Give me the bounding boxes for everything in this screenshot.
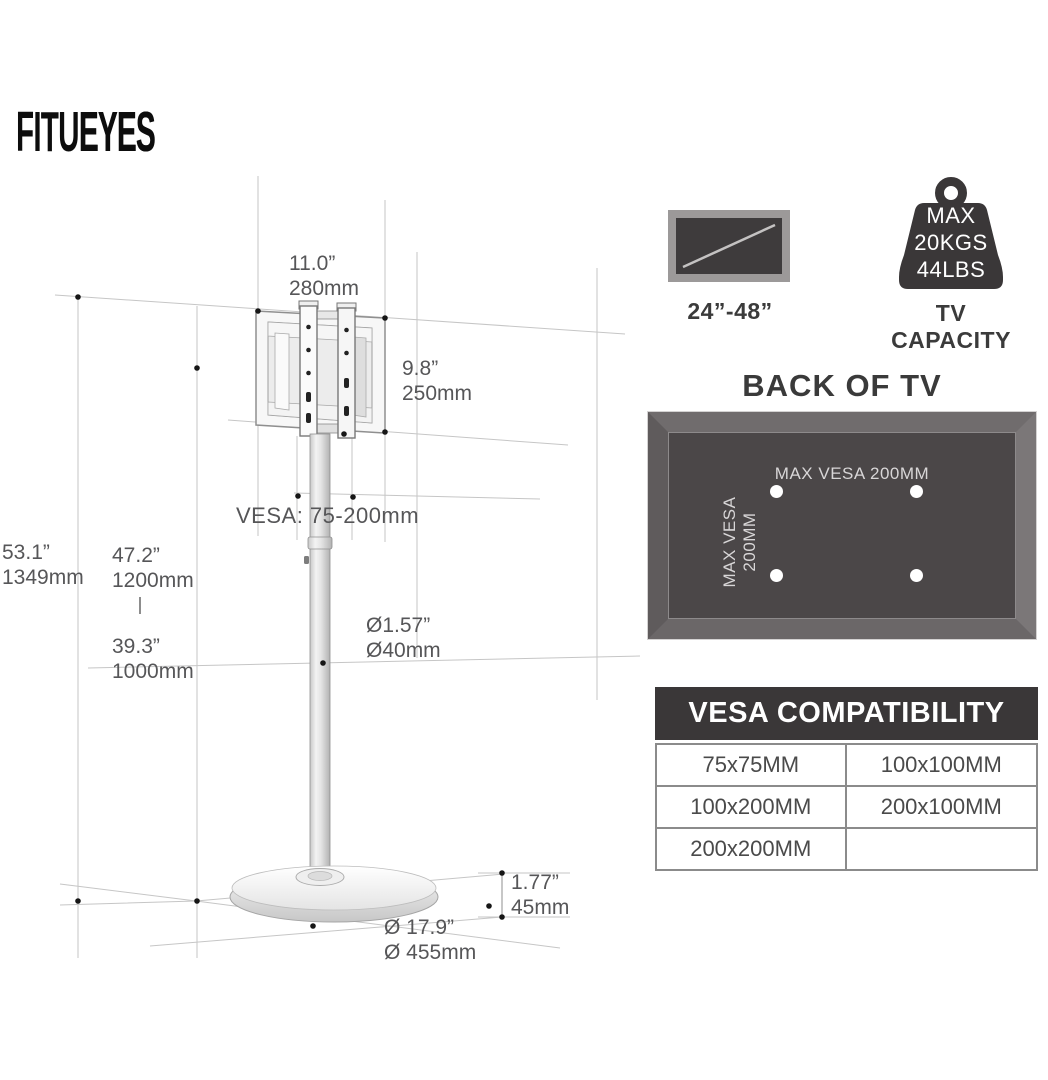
tv-mount-bracket — [255, 300, 386, 439]
vesa-table-cell — [847, 829, 1037, 869]
tv-capacity-label: TV CAPACITY — [891, 300, 1011, 353]
dim-bracket-width: 11.0” 280mm — [289, 252, 360, 300]
weight-icon — [899, 177, 1003, 289]
stand-base — [229, 865, 439, 923]
max-vesa-side-label: MAX VESA 200MM — [720, 496, 759, 588]
back-of-tv-panel: MAX VESA 200MM MAX VESA 200MM — [647, 411, 1037, 640]
stand-pole — [304, 433, 333, 879]
tv-stand-diagram — [54, 176, 641, 958]
max-vesa-top-label: MAX VESA 200MM — [774, 464, 930, 483]
vesa-hole-dot — [770, 485, 783, 498]
brand-logo: FITUEYES — [16, 104, 155, 161]
vesa-compatibility-table: VESA COMPATIBILITY 75x75MM 100x100MM 100… — [655, 687, 1038, 871]
vesa-table-cell: 200x200MM — [657, 829, 847, 869]
tv-size-label: 24”-48” — [687, 298, 773, 324]
tv-size-icon — [668, 210, 790, 282]
dim-pole-diameter: Ø1.57” Ø40mm — [366, 614, 441, 662]
brand-logo-part2: EYES — [78, 100, 156, 164]
height-range-tick — [139, 597, 141, 614]
capacity-text: MAX 20KGS 44LBS — [914, 203, 988, 282]
vesa-table-cell: 100x100MM — [846, 745, 1036, 787]
dimension-dots — [75, 294, 505, 929]
dim-total-height: 53.1” 1349mm — [2, 541, 84, 589]
tv-diagonal-line — [682, 223, 776, 269]
vesa-holes — [306, 324, 349, 423]
dim-bracket-height: 9.8” 250mm — [402, 357, 473, 405]
vesa-hole-dot — [910, 485, 923, 498]
vesa-table-grid: 75x75MM 100x100MM 100x200MM 200x100MM 20… — [655, 743, 1038, 871]
dim-height-1200: 47.2” 1200mm — [112, 544, 194, 592]
vesa-table-cell: 200x100MM — [846, 787, 1036, 829]
dim-height-1000: 39.3” 1000mm — [112, 635, 194, 683]
dim-base-diameter: Ø 17.9” Ø 455mm — [384, 916, 477, 964]
dim-base-thickness: 1.77” 45mm — [511, 871, 570, 919]
vesa-table-title: VESA COMPATIBILITY — [655, 687, 1038, 740]
vesa-table-cell: 75x75MM — [657, 745, 847, 787]
vesa-hole-dot — [910, 569, 923, 582]
construction-lines — [54, 176, 641, 958]
brand-logo-part1: FITU — [16, 100, 80, 164]
vesa-table-cell: 100x200MM — [657, 787, 847, 829]
back-of-tv-title: BACK OF TV — [742, 368, 942, 403]
dim-vesa-range: VESA: 75-200mm — [236, 503, 420, 528]
vesa-hole-dot — [770, 569, 783, 582]
